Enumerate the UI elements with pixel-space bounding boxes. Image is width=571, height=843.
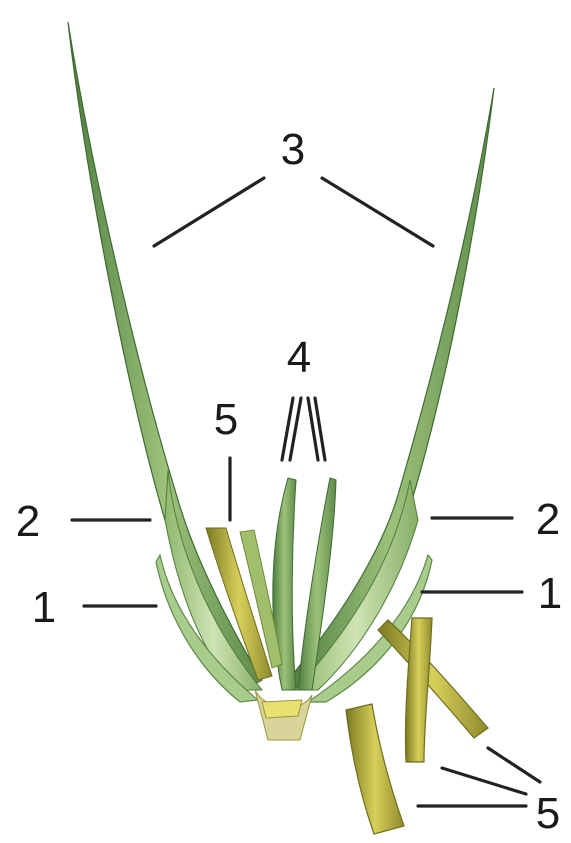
stamen-hanging-1	[378, 620, 488, 738]
leader-stigma	[282, 398, 325, 460]
label-stamen-lower: 5	[536, 789, 560, 838]
leader-glume	[84, 592, 522, 606]
leader-stamen-lower	[418, 748, 540, 806]
label-awn: 3	[281, 125, 305, 174]
label-lemma-left: 2	[16, 497, 40, 546]
leader-awn	[154, 178, 433, 246]
label-stigma: 4	[287, 333, 311, 382]
stamen-hanging-3	[346, 704, 404, 834]
stamen-hanging-2	[405, 618, 432, 762]
label-stamen-upper: 5	[214, 395, 238, 444]
spikelet-base	[255, 690, 312, 740]
label-glume-right: 1	[538, 569, 562, 618]
label-lemma-right: 2	[536, 495, 560, 544]
label-glume-left: 1	[32, 583, 56, 632]
